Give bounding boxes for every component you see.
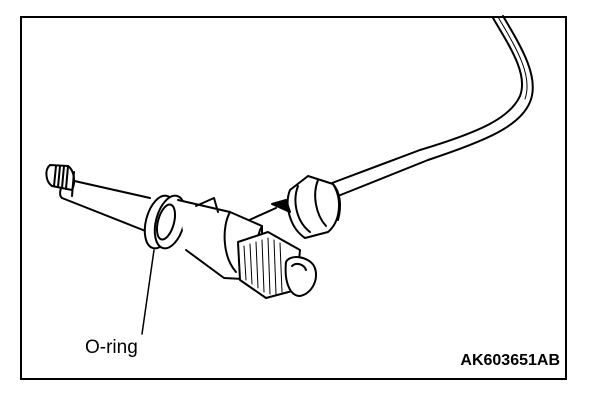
flare-nut [286, 175, 342, 239]
o-ring-leader-line [141, 249, 155, 335]
knurled-collar [237, 231, 301, 299]
o-ring-callout-label: O-ring [85, 337, 138, 358]
figure-id: AK603651AB [460, 352, 560, 369]
o-ring [143, 194, 187, 250]
main-pipe [45, 164, 151, 233]
push-cap [284, 256, 318, 297]
bent-tube [331, 15, 534, 197]
